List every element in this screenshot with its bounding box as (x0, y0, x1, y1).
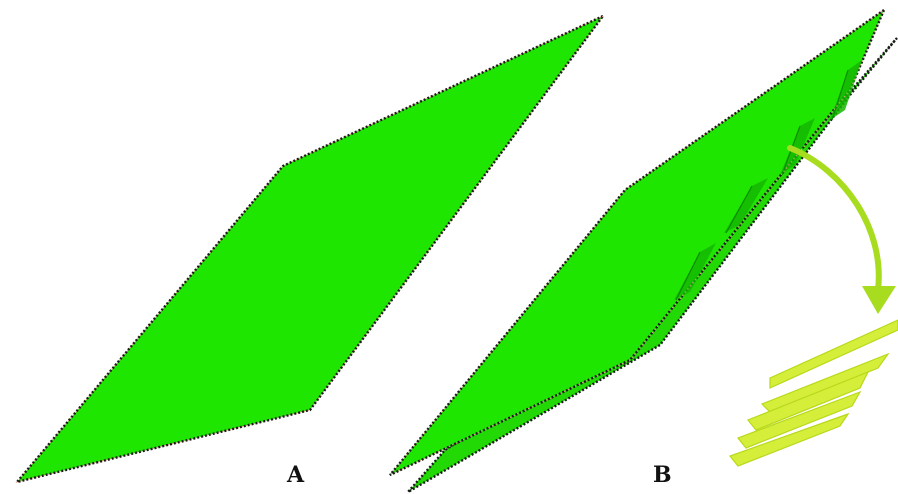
folded-leaf-outline-highlight (389, 9, 885, 476)
panel-label-b: B (653, 462, 672, 488)
fold-line-3 (725, 185, 753, 234)
fold-lines (675, 69, 849, 301)
fold-segment-3 (724, 178, 768, 233)
fold-shading (674, 60, 862, 300)
strip-4 (737, 390, 862, 449)
strip-3 (747, 370, 870, 431)
panel-a: A (13, 14, 604, 488)
flat-leaf-shape (13, 14, 604, 485)
folded-strips-stack (729, 319, 898, 467)
fold-line-4 (675, 251, 701, 301)
fold-segment-4 (674, 243, 716, 300)
arrow-head (862, 286, 896, 314)
strip-1 (769, 319, 898, 389)
arrow-shaft (787, 145, 882, 293)
panel-b: B (389, 6, 898, 494)
curved-arrow-icon (787, 145, 896, 314)
fold-line-1 (831, 69, 849, 121)
fold-segment-2 (780, 118, 815, 175)
strip-5 (729, 412, 850, 467)
panel-label-a: A (286, 462, 305, 488)
fold-segment-1 (830, 60, 862, 120)
flat-leaf-outline-highlight (15, 15, 604, 484)
